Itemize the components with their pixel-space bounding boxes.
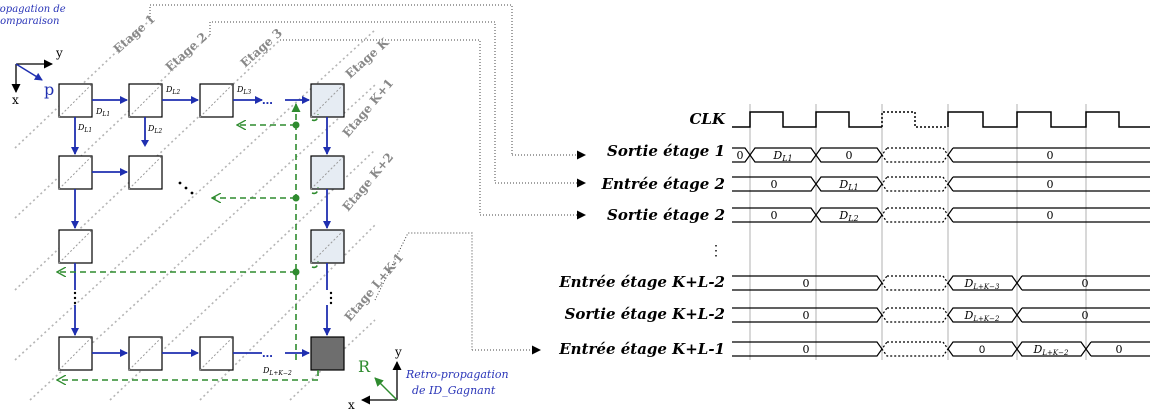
row-label-sortie-kl2: Sortie étage K+L-2 [565, 305, 725, 323]
bus-val: 0 [803, 343, 810, 356]
cell [58, 336, 93, 371]
cell [128, 83, 163, 118]
row-label-entree-kl1: Entrée étage K+L-1 [558, 340, 725, 358]
clk-label: CLK [689, 110, 725, 128]
row-label-entree-kl2: Entrée étage K+L-2 [558, 273, 725, 291]
retro-label-2: de ID_Gagnant [412, 384, 496, 397]
bus-row-sortie-2 [732, 207, 1150, 223]
dl2-v: DL2 [147, 124, 162, 135]
clk-wave-dashed [881, 111, 948, 128]
bus-val: 0 [1047, 178, 1054, 191]
bus-row-sortie-kl2 [732, 307, 1150, 323]
dots-diagonal [178, 181, 194, 195]
bus-val: 0 [979, 344, 985, 356]
bus-val: 0 [1082, 277, 1089, 290]
row-vdots: ⋮ [709, 243, 723, 259]
bus-val: DL+K−3 [964, 277, 1000, 291]
stage-label-3: Etage 3 [238, 26, 285, 71]
cells [58, 83, 345, 371]
axis-y-label: y [55, 46, 63, 60]
dl1-h: DL1 [95, 107, 110, 118]
stage-label-k: Etage K [343, 35, 392, 81]
array-diagram: ... ... DL1 DL2 DL3 DL1 DL2 DL+K−2 Etage… [0, 4, 586, 412]
stage-label-lk1: Etage L+K-1 [342, 251, 407, 324]
bus-val: DL1 [772, 149, 792, 163]
stage-label-k2: Etage K+2 [340, 150, 397, 214]
row-label-entree-2: Entrée étage 2 [601, 175, 725, 193]
cell [58, 155, 93, 190]
cell [310, 83, 345, 118]
cell [128, 155, 163, 190]
row-label-sortie-2: Sortie étage 2 [607, 206, 725, 224]
retro-label-1: Retro-propagation [405, 368, 509, 381]
bus-val: DL+K−2 [1033, 343, 1069, 357]
dots-row1: ... [262, 92, 273, 107]
stage-label-2: Etage 2 [163, 30, 210, 75]
propagation-label-2: comparaison [0, 16, 60, 27]
retro-y-label: y [394, 345, 402, 359]
bus-val: 0 [846, 149, 853, 162]
bus-val: 0 [803, 277, 810, 290]
retro-x-label: x [348, 398, 355, 412]
bus-row-entree-kl1 [732, 341, 1150, 357]
cell [58, 229, 93, 264]
timing-diagram: CLK Sortie étage 1 0 DL1 0 0 Entrée étag… [558, 104, 1150, 360]
green-retro [57, 103, 319, 380]
bus-row-entree-2 [732, 176, 1150, 192]
axes-topleft: Propagation de comparaison y x p [0, 4, 66, 107]
bus-val: 0 [1047, 209, 1054, 222]
axis-x-label: x [12, 93, 19, 107]
cell [199, 83, 234, 118]
clk-wave-2 [947, 111, 1150, 128]
bus-val: DL2 [838, 209, 858, 223]
blue-arrows [71, 96, 331, 357]
bus-val: 0 [1082, 309, 1089, 322]
dl1-v: DL1 [77, 123, 92, 134]
dlk-h: DL+K−2 [262, 366, 292, 377]
dl3-h: DL3 [236, 85, 251, 96]
bus-val: 0 [1047, 149, 1054, 162]
dl2-h: DL2 [165, 85, 180, 96]
bus-val: DL1 [838, 178, 858, 192]
axes-retro: R y x Retro-propagation de ID_Gagnant [348, 345, 509, 412]
propagation-label-1: Propagation de [0, 4, 66, 15]
dots-row4: ... [262, 345, 273, 360]
green-junctions [292, 121, 300, 276]
bus-val: 0 [737, 149, 744, 162]
dots-vertical [73, 291, 333, 305]
cell [199, 336, 234, 371]
row-label-sortie-1: Sortie étage 1 [607, 142, 725, 160]
stage-label-k1: Etage K+1 [340, 76, 397, 140]
retro-R-label: R [358, 357, 371, 376]
bus-val: 0 [803, 309, 810, 322]
leader-lines [149, 4, 586, 355]
cell-final [310, 336, 345, 371]
bus-val: DL+K−2 [964, 309, 1000, 323]
cell-diagonals [58, 83, 345, 371]
cell [310, 229, 345, 264]
cell [310, 155, 345, 190]
cell [128, 336, 163, 371]
bus-val: 0 [1116, 343, 1123, 356]
blue-arrow-head [141, 140, 149, 147]
clk-wave [732, 111, 882, 128]
bus-row-entree-kl2 [732, 275, 1150, 291]
axis-p-label: p [44, 80, 54, 99]
cell [58, 83, 93, 118]
bus-row-sortie-1 [732, 147, 1150, 163]
bus-val: 0 [771, 209, 778, 222]
bus-val: 0 [771, 178, 778, 191]
stage-label-1: Etage 1 [111, 12, 158, 57]
clock-guides [749, 104, 1087, 360]
